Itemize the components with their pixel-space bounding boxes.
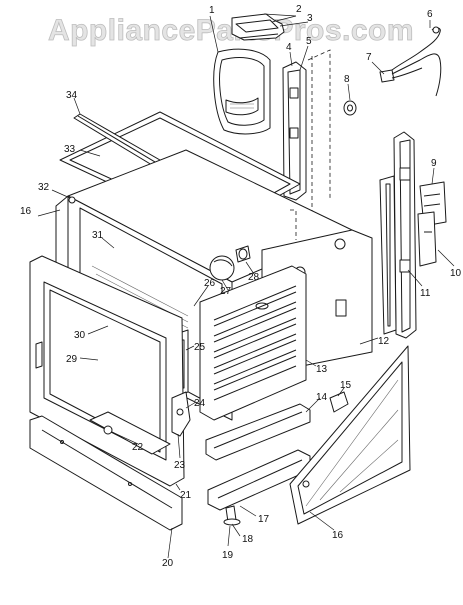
callout-labels: 1 2 3 4 5 6 7 8 9 10 11 12 13 14 15 16 1… (20, 4, 462, 569)
callout-4: 4 (286, 42, 292, 53)
part-screw (68, 196, 76, 204)
callout-17: 17 (258, 514, 270, 525)
callout-5: 5 (306, 36, 312, 47)
part-kick-panel (29, 415, 183, 531)
callout-16-lower: 16 (332, 530, 344, 541)
callout-21: 21 (180, 490, 192, 501)
part-top-brackets (231, 13, 285, 41)
callout-14: 14 (316, 392, 328, 403)
part-right-rail (379, 131, 417, 339)
part-bottom-rail (207, 449, 311, 526)
callout-12: 12 (378, 336, 390, 347)
part-oven-cavity (55, 149, 373, 421)
callout-34: 34 (66, 90, 78, 101)
callout-30: 30 (74, 330, 86, 341)
callout-23: 23 (174, 460, 186, 471)
callout-3: 3 (307, 13, 313, 24)
callout-31: 31 (92, 230, 104, 241)
callout-7: 7 (366, 52, 372, 63)
callout-13: 13 (316, 364, 328, 375)
callout-24: 24 (194, 398, 206, 409)
watermark-text: AppliancePartsPros.com (48, 14, 414, 47)
callout-2: 2 (296, 4, 302, 15)
part-lower-trim (89, 411, 171, 455)
part-side-panel-lower (289, 345, 411, 525)
callout-9: 9 (431, 158, 437, 169)
callout-1: 1 (209, 5, 215, 16)
part-bracket-center (205, 391, 349, 461)
leader-lines (37, 13, 455, 559)
callout-20: 20 (162, 558, 174, 569)
part-door-panel (213, 48, 271, 135)
callout-22: 22 (132, 442, 144, 453)
callout-8: 8 (344, 74, 350, 85)
part-wire-harness (379, 26, 442, 97)
part-door-frame (29, 255, 185, 487)
callout-29: 29 (66, 354, 78, 365)
part-side-rail (282, 49, 331, 214)
part-bracket (417, 181, 447, 267)
callout-26: 26 (204, 278, 216, 289)
callout-28: 28 (248, 272, 260, 283)
callout-15: 15 (340, 380, 352, 391)
callout-32: 32 (38, 182, 50, 193)
callout-16-upper: 16 (20, 206, 32, 217)
callout-25: 25 (194, 342, 206, 353)
callout-19: 19 (222, 550, 234, 561)
callout-33: 33 (64, 144, 76, 155)
callout-10: 10 (450, 268, 462, 279)
callout-27: 27 (220, 286, 232, 297)
callout-6: 6 (427, 9, 433, 20)
callout-11: 11 (420, 288, 431, 299)
callout-18: 18 (242, 534, 254, 545)
part-nut (343, 100, 357, 116)
part-latch (171, 391, 191, 437)
